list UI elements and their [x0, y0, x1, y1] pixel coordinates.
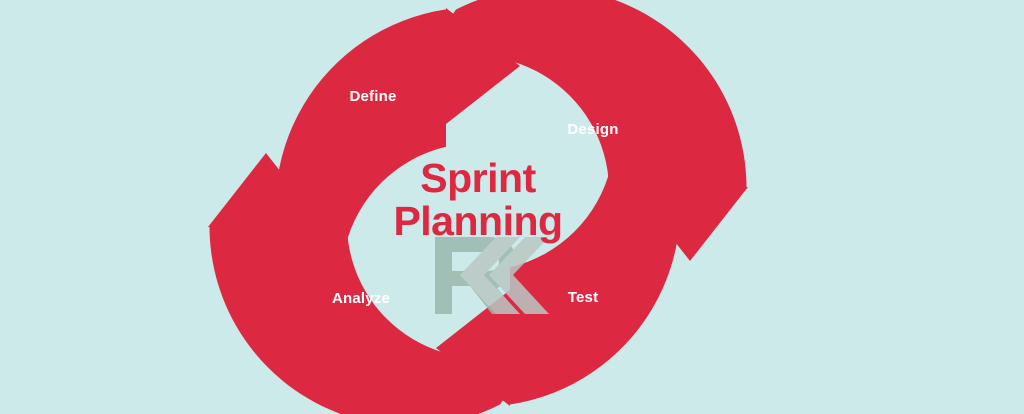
segment-label-test: Test	[568, 289, 599, 306]
segment-label-define: Define	[349, 88, 396, 105]
segment-label-design: Design	[567, 121, 618, 138]
center-title-line2: Planning	[393, 198, 562, 244]
rk-watermark	[435, 237, 549, 314]
watermark-k-glyph-2	[489, 237, 549, 314]
test-arrow-shape	[436, 138, 681, 406]
cycle-segment-define[interactable]	[275, 8, 520, 276]
watermark-k-glyph	[460, 237, 520, 314]
define-arrow-shape	[275, 8, 520, 276]
center-title-line1: Sprint	[420, 155, 536, 201]
analyze-arrow-shape	[208, 153, 542, 414]
cycle-segment-test[interactable]	[436, 138, 681, 406]
cycle-segment-analyze[interactable]	[208, 153, 542, 414]
segment-label-analyze: Analyze	[332, 290, 390, 307]
